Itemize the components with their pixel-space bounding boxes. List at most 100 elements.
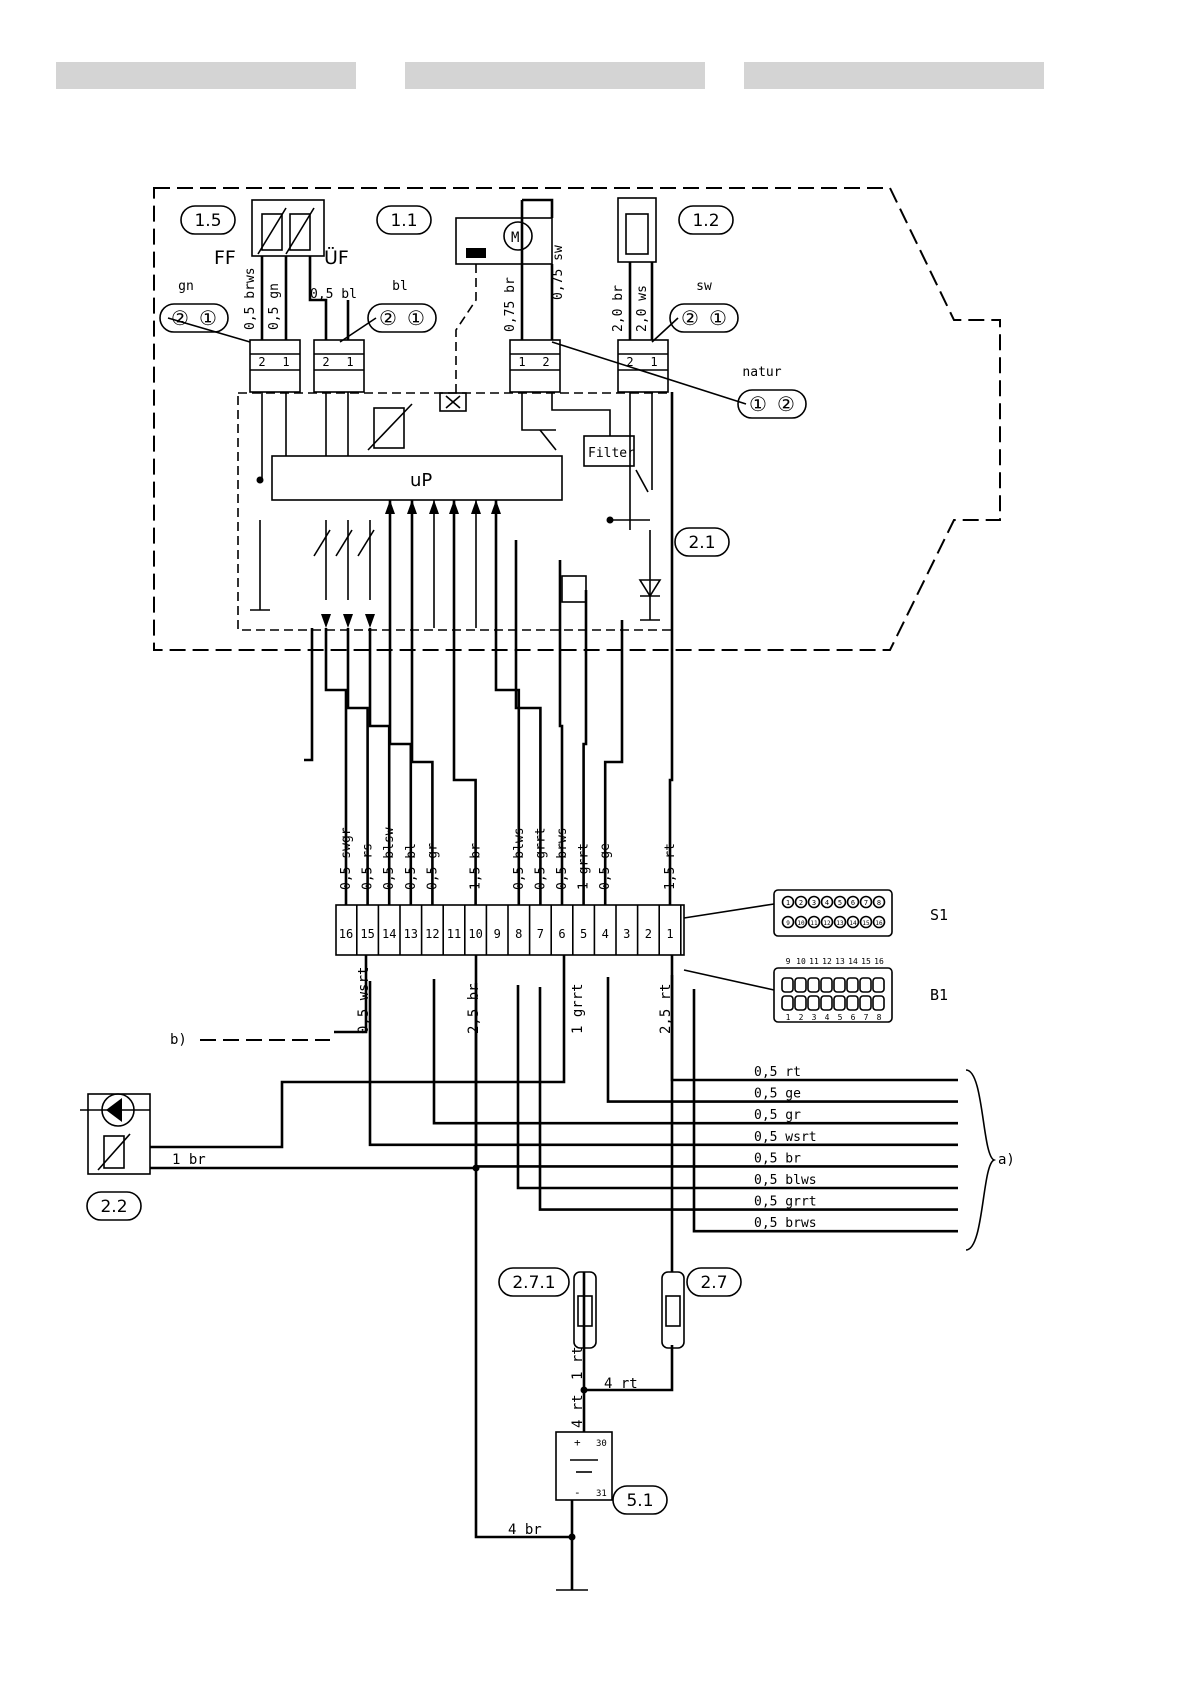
module-connector-1 [249,339,301,393]
harness-label-14: 0,5 blsw [382,827,397,890]
battery-terminal-30: 30 [596,1439,607,1449]
svg-text:9: 9 [786,957,791,966]
svg-text:8: 8 [877,899,881,907]
ref-circle-r27 [686,1267,742,1297]
harness-label-10: 1,5 br [469,843,484,890]
bundle-wire-2 [606,977,958,1103]
ref-label-r51: 5.1 [626,1491,653,1511]
glow-plug-symbol [625,213,649,255]
svg-text:16: 16 [875,920,883,927]
bundle-label-2: 0,5 ge [754,1087,801,1102]
top-wire-label-bl: 0,5 bl [310,287,357,302]
svg-text:1: 1 [786,1013,791,1022]
ref-circle-r11 [376,205,432,235]
motor-box [455,217,553,265]
label-br-pin10: 2,5 br [466,983,482,1034]
bundle-label-4: 0,5 wsrt [754,1130,817,1145]
harness-label-7: 0,5 grrt [533,827,548,890]
ref-circle-r12 [678,205,734,235]
strip-pin-8: 8 [515,927,522,941]
strip-pin-12: 12 [425,927,439,941]
connector-oval-sw [669,303,739,333]
top-wire-label-motor_sw: 0,75 sw [551,245,566,300]
sensor-label-of: ÜF [324,246,349,269]
svg-text:10: 10 [797,920,805,927]
svg-text:4: 4 [825,899,829,907]
fuse-2-7-1 [573,1271,597,1349]
svg-text:13: 13 [835,957,845,966]
heater-housing [153,187,1001,651]
svg-text:12: 12 [823,920,831,927]
ref-circle-r22 [86,1191,142,1221]
svg-text:4: 4 [825,1013,830,1022]
svg-text:11: 11 [809,957,819,966]
resistor-symbol [373,407,405,449]
harness-label-15: 0,5 rs [361,843,376,890]
oval-pin-a: ② [379,306,397,330]
svg-text:5: 5 [838,899,842,907]
filter-box [583,435,635,467]
svg-text:8: 8 [877,1013,882,1022]
strip-pin-2: 2 [645,927,652,941]
strip-pin-4: 4 [602,927,609,941]
bundle-wire-7 [538,987,958,1211]
connector-s1-label: S1 [930,906,948,924]
bundle-wire-6 [516,985,958,1190]
oval-pin-b: ② [777,392,795,416]
glow-plug-box [617,197,657,263]
harness-label-4: 0,5 ge [598,843,613,890]
svg-text:13: 13 [836,920,844,927]
header-bar-1 [56,62,356,89]
svg-text:2: 2 [322,355,329,369]
dosing-pump-symbol [80,1093,151,1175]
ref-label-r11: 1.1 [390,211,417,231]
lower-wiring [150,955,674,1591]
harness-label-12: 0,5 gr [425,843,440,890]
connector-color-sw: sw [696,279,712,294]
microprocessor-box [271,455,563,501]
bundle-label-1: 0,5 rt [754,1065,801,1080]
bundle-label-8: 0,5 brws [754,1216,817,1231]
svg-text:14: 14 [848,957,858,966]
svg-text:3: 3 [812,899,816,907]
strip-pin-5: 5 [580,927,587,941]
strip-pin-14: 14 [382,927,396,941]
top-wires [260,198,654,393]
header-bar-3 [744,62,1044,89]
harness-label-13: 0,5 bl [404,843,419,890]
battery-minus: - [574,1486,581,1499]
svg-text:1: 1 [518,355,525,369]
connector-color-natur: natur [742,365,781,380]
motor-icon [503,221,533,251]
svg-text:10: 10 [796,957,806,966]
overheat-sensor-symbol [289,213,311,251]
svg-text:15: 15 [862,920,870,927]
svg-text:14: 14 [849,920,857,927]
top-wire-label-glow_br: 2,0 br [611,285,626,332]
connector-b1-label: B1 [930,986,948,1004]
strip-pin-1: 1 [666,927,673,941]
svg-text:1: 1 [346,355,353,369]
svg-text:2: 2 [542,355,549,369]
svg-text:2: 2 [799,899,803,907]
strip-pin-10: 10 [468,927,482,941]
bundle-wire-4 [368,981,958,1147]
motor-letter: M [511,230,519,246]
bundle-label-6: 0,5 blws [754,1173,817,1188]
svg-text:12: 12 [822,957,832,966]
svg-text:2: 2 [799,1013,804,1022]
top-wire-label-motor_br: 0,75 br [503,277,518,332]
filter-label: Filter [588,446,635,461]
top-wire-label-glow_ws: 2,0 ws [635,285,650,332]
oval-pin-b: ① [407,306,425,330]
bundle-label-5: 0,5 br [754,1151,801,1166]
strip-pin-7: 7 [537,927,544,941]
connector-color-bl: bl [392,279,408,294]
fuse-2-7 [661,1271,685,1349]
svg-text:5: 5 [838,1013,843,1022]
svg-text:3: 3 [812,1013,817,1022]
harness-label-16: 0,5 swgr [339,827,354,890]
